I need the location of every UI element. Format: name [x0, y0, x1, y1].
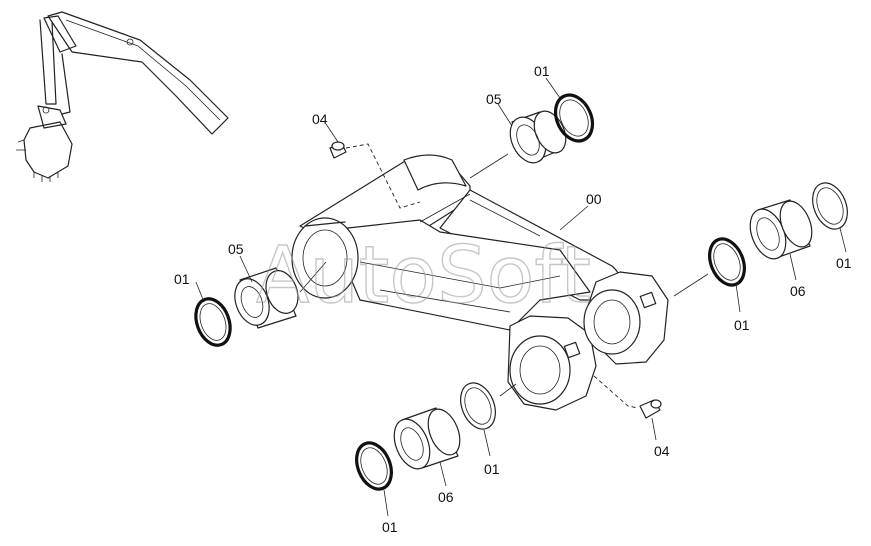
grease-fitting-top	[329, 141, 347, 159]
label-01-bottom-mid: 01	[484, 461, 500, 477]
bushing-05-left	[234, 267, 299, 329]
assembly-lines	[195, 77, 847, 517]
label-06-right: 06	[790, 283, 806, 299]
ring-01-bottom	[355, 441, 393, 491]
label-01-right-mid: 01	[734, 317, 750, 333]
label-05-top: 05	[486, 91, 502, 107]
bushing-05-top	[509, 110, 567, 164]
h-link-body	[291, 154, 669, 411]
ring-01-top	[553, 93, 595, 143]
label-01-bottom: 01	[382, 519, 398, 535]
label-04-bottom: 04	[654, 443, 670, 459]
ring-01-bottom-mid	[460, 382, 496, 430]
watermark-text: AutoSoft	[256, 231, 591, 321]
part-labels: 04 05 01 00 05 01 01 06 01 04 01 06 01	[174, 63, 852, 535]
excavator-thumbnail	[16, 11, 229, 182]
label-06-bottom: 06	[438, 489, 454, 505]
label-00: 00	[586, 191, 602, 207]
bushing-06-bottom	[393, 407, 461, 470]
ring-01-right-mid	[708, 237, 746, 287]
label-05-left: 05	[228, 241, 244, 257]
grease-fitting-bottom	[639, 399, 662, 419]
label-04-top: 04	[312, 111, 328, 127]
ring-01-right-top	[812, 182, 848, 230]
label-01-top: 01	[534, 63, 550, 79]
bushing-06-right	[749, 199, 813, 260]
label-01-left: 01	[174, 271, 190, 287]
label-01-right-top: 01	[836, 255, 852, 271]
ring-01-left	[194, 297, 232, 347]
